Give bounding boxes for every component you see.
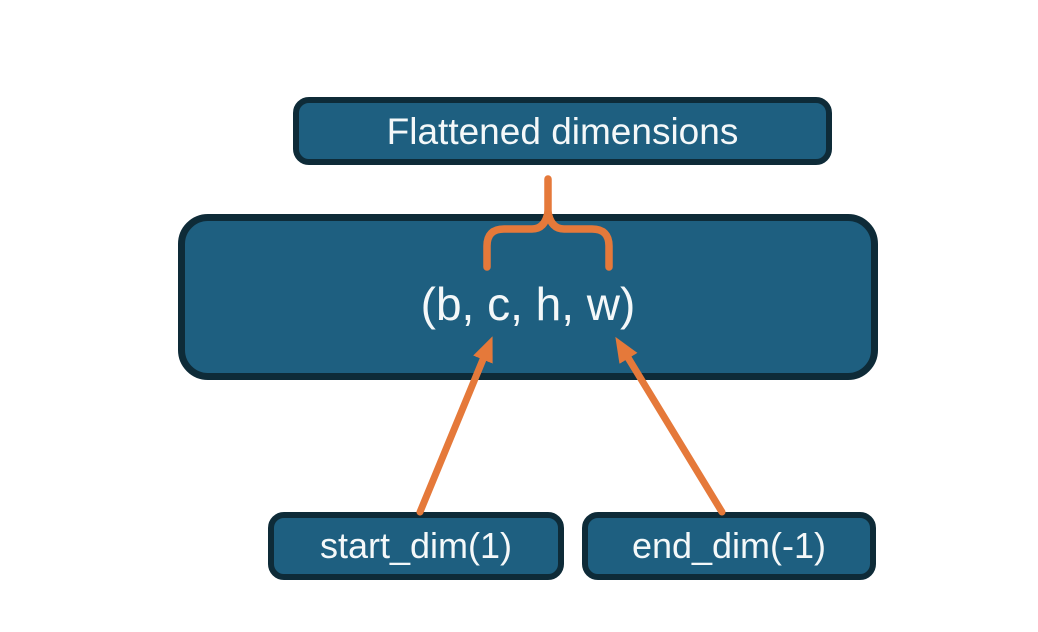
node-start-dim: start_dim(1) bbox=[268, 512, 564, 580]
start-dim-arrow bbox=[416, 336, 493, 516]
node-tensor-shape-label: (b, c, h, w) bbox=[420, 278, 636, 330]
node-tensor-shape: (b, c, h, w) bbox=[178, 214, 878, 380]
node-end-dim-label: end_dim(-1) bbox=[631, 525, 827, 566]
node-start-dim-label: start_dim(1) bbox=[319, 525, 513, 566]
node-end-dim: end_dim(-1) bbox=[582, 512, 876, 580]
node-flattened-dimensions-label: Flattened dimensions bbox=[386, 110, 739, 152]
node-flattened-dimensions: Flattened dimensions bbox=[293, 97, 832, 165]
